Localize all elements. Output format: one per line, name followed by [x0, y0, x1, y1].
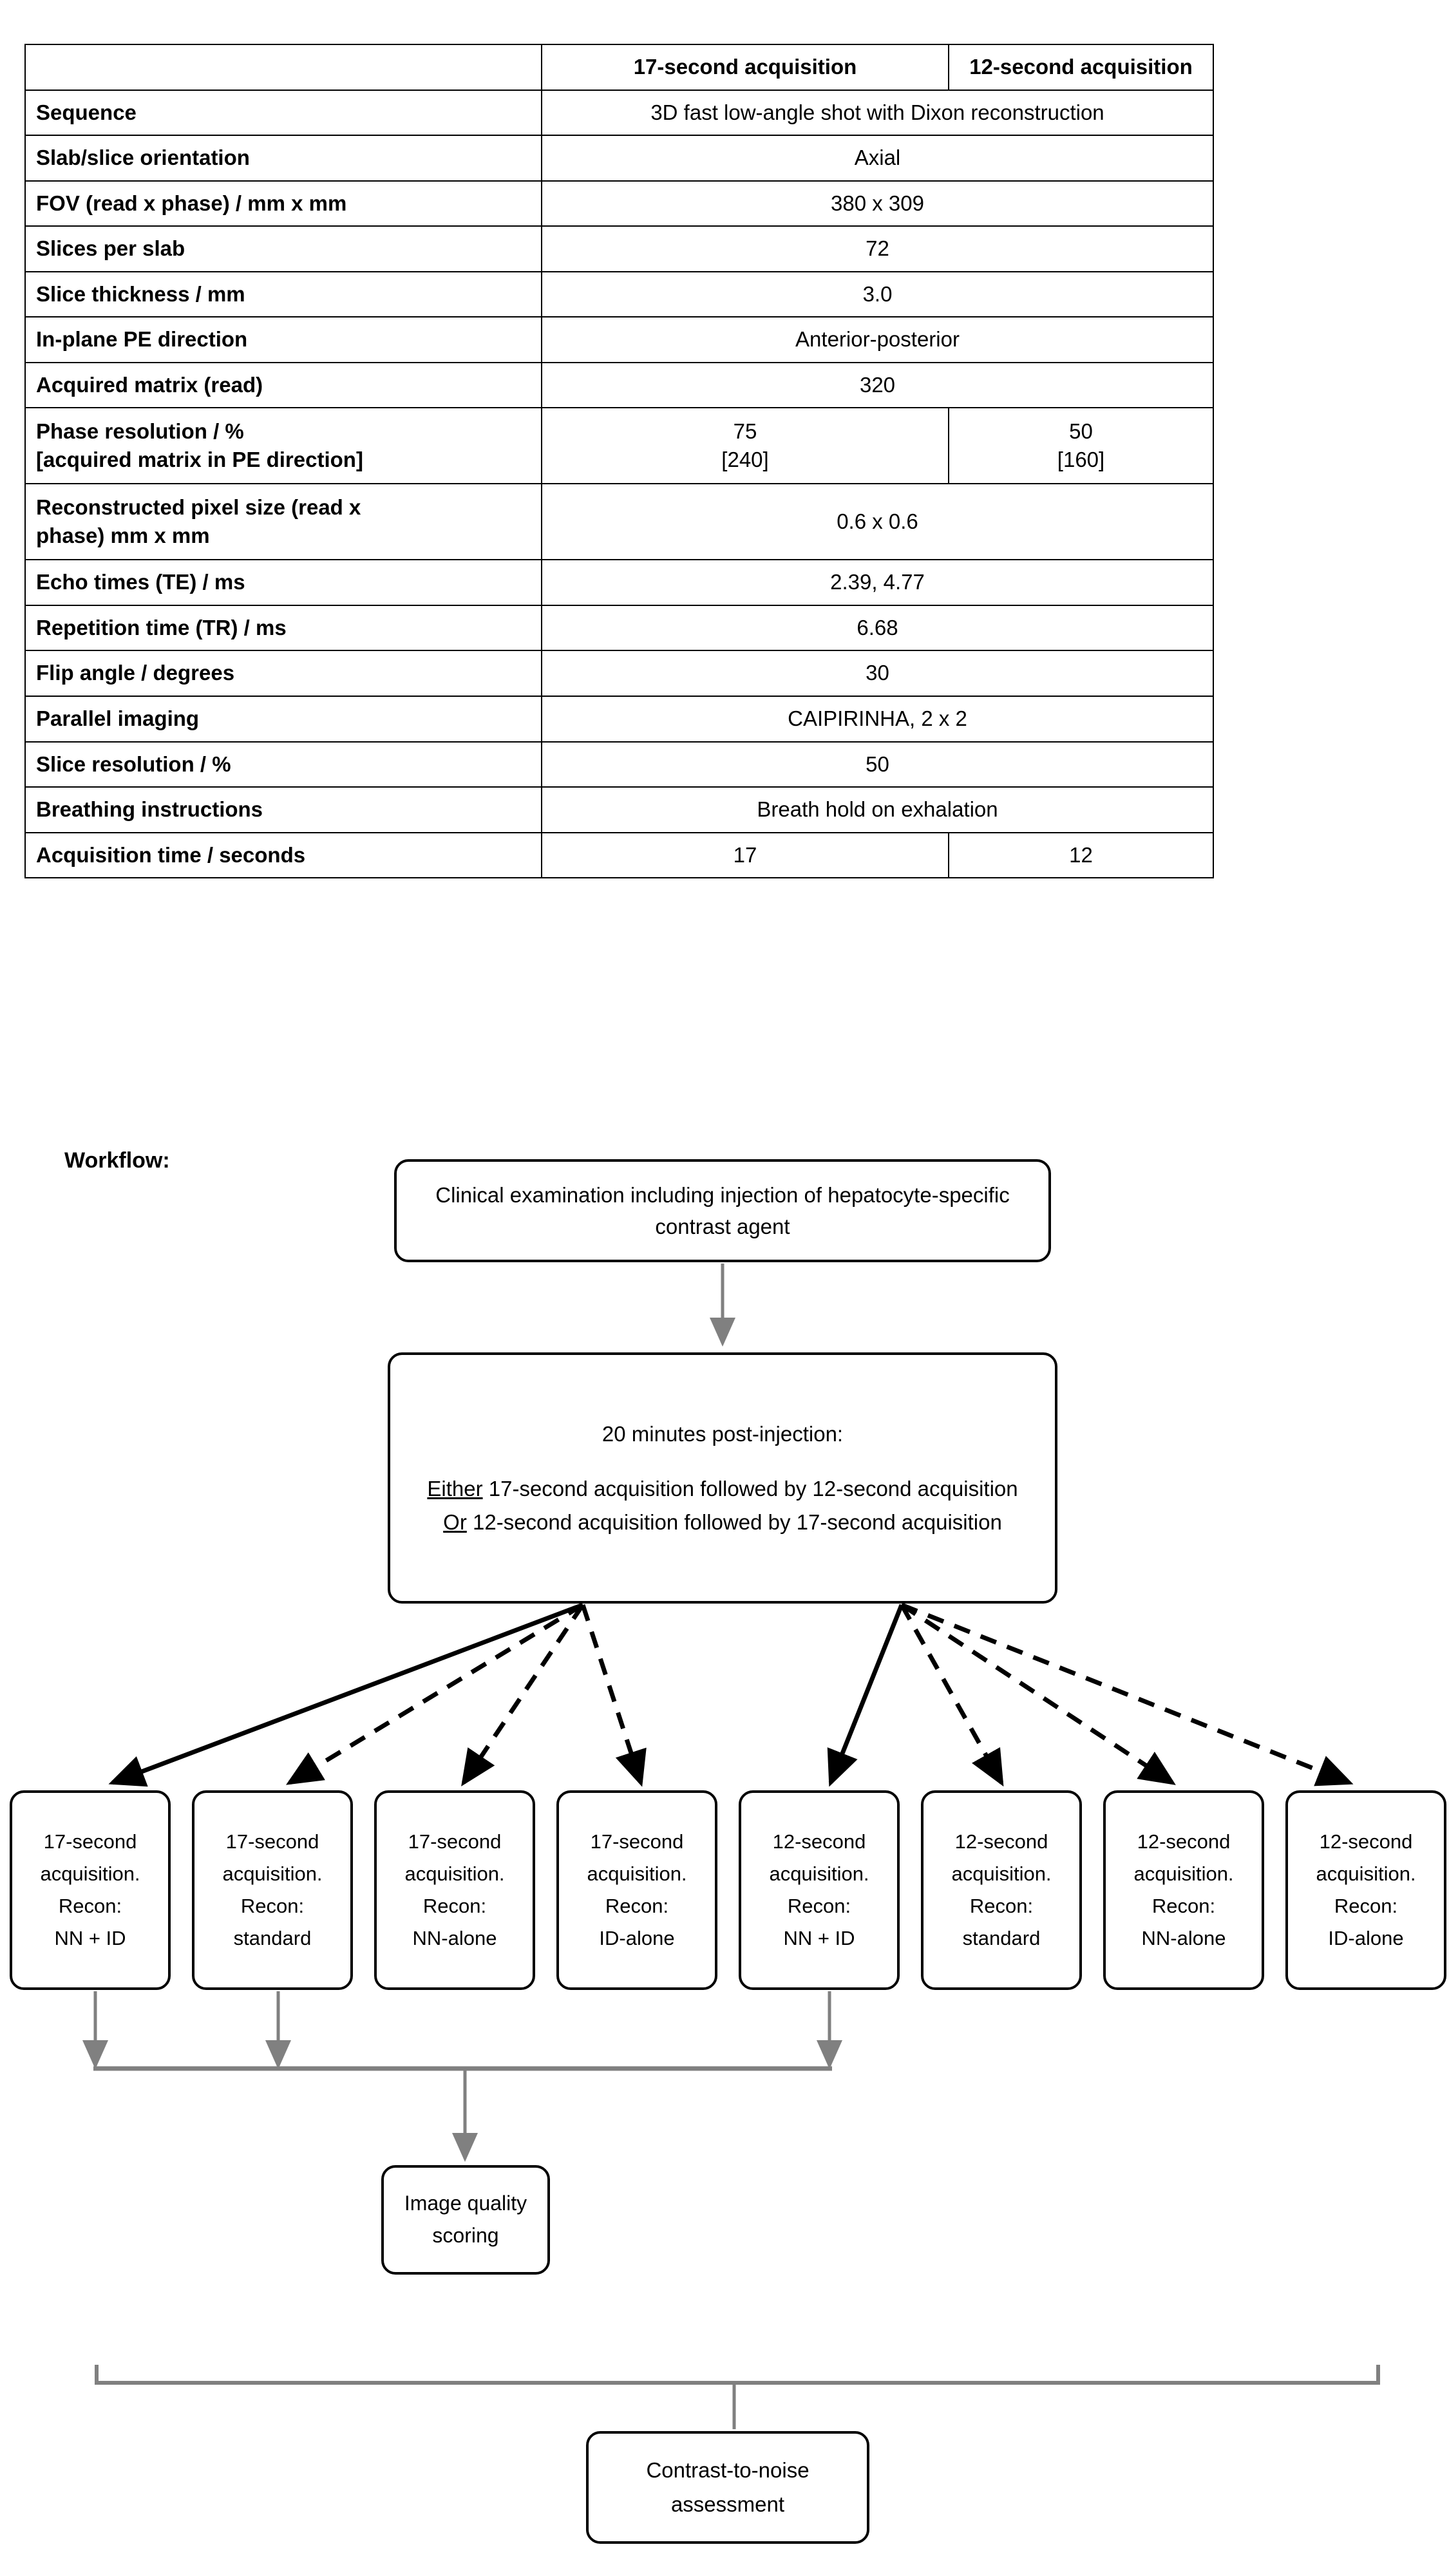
node-clinical-label: Clinical examination including injection…	[435, 1182, 1010, 1239]
row-label-5: In-plane PE direction	[24, 316, 542, 363]
row-label-13: Slice resolution / %	[24, 741, 542, 788]
row-label-0: Sequence	[24, 89, 542, 137]
table-row: Acquired matrix (read)320	[24, 361, 1214, 409]
row-value-6: 320	[541, 361, 1214, 409]
arrow-to-recon-7	[900, 1603, 1176, 1785]
arrow-to-recon-5	[827, 1604, 904, 1787]
row-value-11: 30	[541, 650, 1214, 697]
row-value-1: Axial	[541, 135, 1214, 182]
row-label-4: Slice thickness / mm	[24, 270, 542, 318]
table-row: Phase resolution / %[acquired matrix in …	[24, 407, 1214, 485]
workflow-heading: Workflow:	[64, 1148, 170, 1173]
or-keyword: Or	[443, 1510, 467, 1534]
arrow-to-recon-2	[286, 1603, 584, 1785]
row-value-12s-15: 12	[948, 831, 1214, 879]
table-row: Slice resolution / %50	[24, 741, 1214, 788]
arrow-to-recon-1	[108, 1602, 584, 1787]
row-label-2: FOV (read x phase) / mm x mm	[24, 180, 542, 227]
row-label-14: Breathing instructions	[24, 786, 542, 833]
row-value-17s-15: 17	[541, 831, 949, 879]
row-label-15: Acquisition time / seconds	[24, 831, 542, 879]
row-value-12s-7: 50[160]	[948, 407, 1214, 485]
row-value-3: 72	[541, 225, 1214, 272]
twenty-either-line: Either 17-second acquisition followed by…	[399, 1472, 1046, 1505]
header-cell-12s: 12-second acquisition	[948, 44, 1214, 91]
twenty-or-line: Or 12-second acquisition followed by 17-…	[399, 1506, 1046, 1539]
row-label-1: Slab/slice orientation	[24, 135, 542, 182]
node-clinical-examination[interactable]: Clinical examination including injection…	[394, 1159, 1051, 1262]
either-rest: 17-second acquisition followed by 12-sec…	[482, 1477, 1018, 1501]
row-value-8: 0.6 x 0.6	[541, 483, 1214, 561]
row-value-10: 6.68	[541, 604, 1214, 652]
node-contrast-to-noise-assessment[interactable]: Contrast-to-noise assessment	[586, 2431, 869, 2544]
row-value-17s-7: 75[240]	[541, 407, 949, 485]
header-cell-17s: 17-second acquisition	[541, 44, 949, 91]
row-value-0: 3D fast low-angle shot with Dixon recons…	[541, 89, 1214, 137]
row-value-4: 3.0	[541, 270, 1214, 318]
row-value-9: 2.39, 4.77	[541, 559, 1214, 606]
node-twenty-minutes-post-injection[interactable]: 20 minutes post-injection: Either 17-sec…	[388, 1352, 1057, 1604]
row-value-12: CAIPIRINHA, 2 x 2	[541, 696, 1214, 743]
row-label-7: Phase resolution / %[acquired matrix in …	[24, 407, 542, 485]
bracket-to-cnr	[95, 2365, 1380, 2385]
node-image-quality-scoring[interactable]: Image quality scoring	[381, 2165, 550, 2275]
row-value-13: 50	[541, 741, 1214, 788]
row-label-10: Repetition time (TR) / ms	[24, 604, 542, 652]
row-value-14: Breath hold on exhalation	[541, 786, 1214, 833]
either-keyword: Either	[427, 1477, 483, 1501]
arrow-to-recon-4	[580, 1604, 647, 1787]
node-image-quality-label: Image quality scoring	[404, 2192, 527, 2247]
or-rest: 12-second acquisition followed by 17-sec…	[466, 1510, 1002, 1534]
row-label-3: Slices per slab	[24, 225, 542, 272]
node-cnr-label: Contrast-to-noise assessment	[646, 2458, 810, 2516]
row-label-12: Parallel imaging	[24, 696, 542, 743]
row-label-9: Echo times (TE) / ms	[24, 559, 542, 606]
row-value-5: Anterior-posterior	[541, 316, 1214, 363]
row-value-2: 380 x 309	[541, 180, 1214, 227]
row-label-6: Acquired matrix (read)	[24, 361, 542, 409]
arrow-to-recon-3	[461, 1604, 585, 1786]
header-cell-blank	[24, 44, 542, 91]
arrow-to-recon-6	[899, 1604, 1004, 1787]
row-label-11: Flip angle / degrees	[24, 650, 542, 697]
twenty-heading: 20 minutes post-injection:	[601, 1422, 844, 1446]
arrow-to-recon-8	[900, 1602, 1354, 1786]
